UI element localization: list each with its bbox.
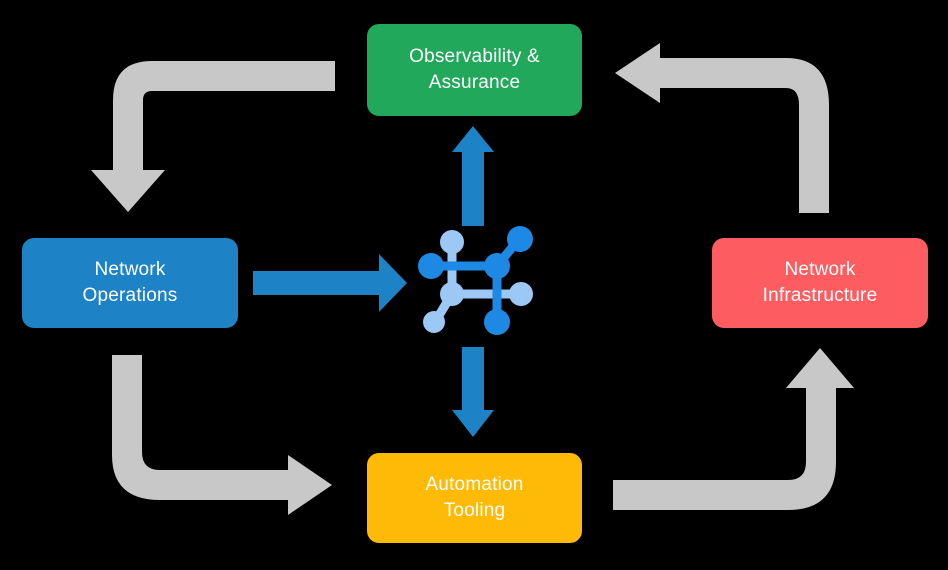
node-observability-assurance[interactable]: Observability & Assurance bbox=[367, 24, 582, 116]
connector-observability-to-operations bbox=[91, 61, 335, 212]
connector-operations-to-center bbox=[253, 254, 407, 312]
node-automation-tooling[interactable]: Automation Tooling bbox=[367, 453, 582, 543]
connector-center-to-observability bbox=[452, 126, 494, 226]
node-label-network-infrastructure: Network Infrastructure bbox=[762, 258, 878, 306]
connector-operations-to-automation bbox=[112, 355, 332, 515]
node-label-automation-tooling: Automation Tooling bbox=[425, 473, 524, 521]
node-label-network-operations: Network Operations bbox=[82, 258, 178, 306]
icon-nodes-secondary bbox=[423, 230, 533, 333]
node-label-observability: Observability & Assurance bbox=[409, 45, 540, 93]
connector-automation-to-infrastructure bbox=[613, 348, 854, 510]
connector-center-to-automation bbox=[452, 347, 494, 437]
node-network-infrastructure[interactable]: Network Infrastructure bbox=[712, 238, 928, 328]
connector-infrastructure-to-observability bbox=[615, 43, 829, 213]
node-network-operations[interactable]: Network Operations bbox=[22, 238, 238, 328]
icon-nodes-primary bbox=[418, 226, 533, 335]
